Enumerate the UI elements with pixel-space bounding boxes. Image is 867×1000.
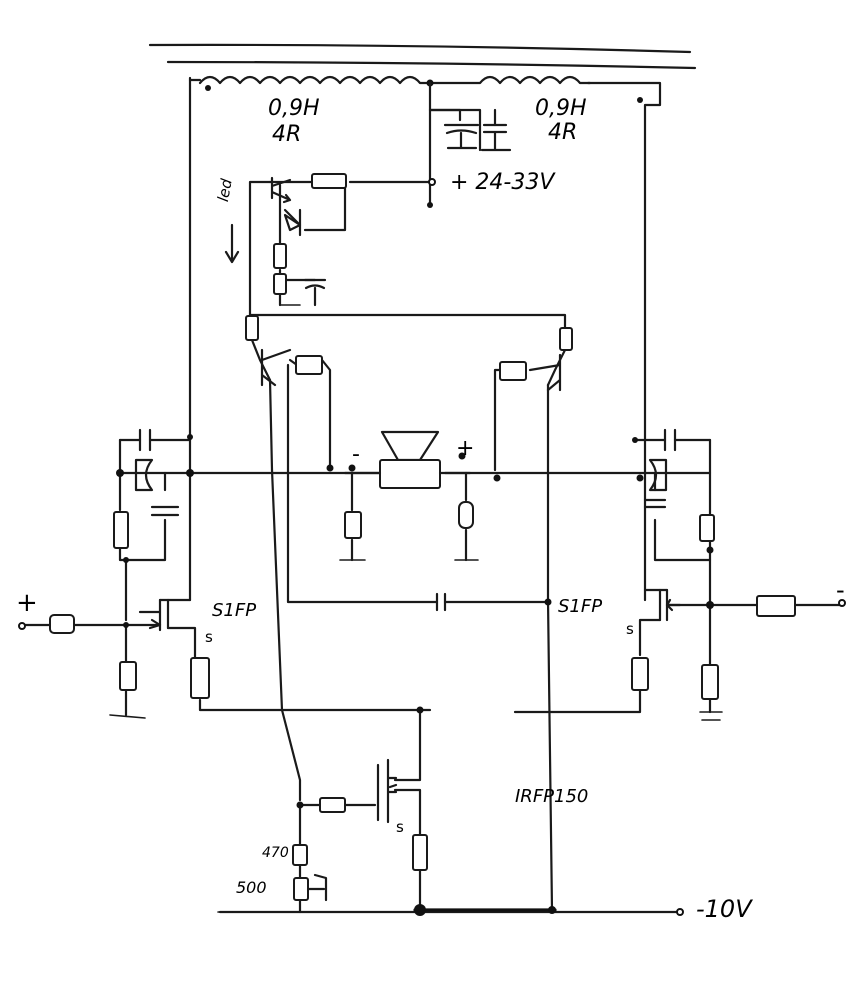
capacitor-right-lower — [643, 498, 667, 509]
wiring — [18, 76, 842, 914]
label-source-right: s — [626, 620, 634, 638]
resistor-source-left — [190, 657, 210, 699]
resistor-speaker-left — [344, 511, 362, 539]
label-coil-left-res: 4R — [272, 122, 302, 147]
label-supply-negative: -10V — [696, 895, 752, 923]
speaker — [343, 430, 472, 489]
resistor-led-string — [273, 243, 287, 269]
label-input-plus: + — [16, 588, 38, 618]
transistor-upper-left — [260, 348, 292, 387]
transistors — [138, 176, 682, 824]
phase-dot-left — [205, 85, 211, 91]
capacitor-interchannel — [435, 592, 447, 612]
label-source-bottom: s — [396, 818, 404, 836]
resistor-source-right — [631, 657, 649, 691]
resistor-left-feedback — [113, 511, 129, 549]
resistor-gate-left — [119, 661, 137, 691]
regulator-transistor — [270, 176, 292, 204]
phase-dot-right — [637, 97, 643, 103]
resistor-gate-mosfet — [319, 797, 346, 813]
mosfet-irfp150 — [376, 758, 398, 824]
label-speaker-minus: - — [352, 442, 360, 467]
resistor-output-right — [756, 595, 796, 617]
supply-capacitor — [480, 123, 512, 152]
label-mosfet: IRFP150 — [515, 786, 589, 807]
resistor-source-mosfet — [412, 834, 428, 871]
resistor-led-string-2 — [273, 273, 287, 295]
label-left-fet: S1FP — [212, 600, 257, 621]
capacitor-right-electrolytic — [648, 458, 668, 492]
resistor-upper-left-base — [245, 315, 259, 341]
resistor-input-left — [49, 614, 75, 634]
capacitor-left-electrolytic — [134, 458, 154, 492]
capacitors — [134, 123, 677, 612]
jfet-right — [658, 588, 682, 622]
ground-symbols — [109, 304, 723, 913]
trimmer-wiper — [313, 873, 328, 902]
resistor-speaker-right — [458, 501, 474, 529]
junctions — [116, 202, 714, 916]
label-r-500: 500 — [236, 878, 267, 897]
label-right-fet: S1FP — [558, 596, 603, 617]
resistor-upper-left-emitter — [295, 355, 323, 375]
resistor-470 — [292, 844, 308, 866]
label-supply-positive: + 24-33V — [450, 170, 555, 195]
zener-diode — [283, 208, 302, 237]
resistor-upper-right-emitter — [499, 361, 527, 381]
supply-terminal-positive — [428, 178, 436, 186]
transformer-primary-right — [428, 75, 592, 85]
input-terminal-right — [838, 599, 846, 607]
label-coil-right-value: 0,9H — [535, 96, 587, 121]
capacitor-left-top — [138, 428, 152, 452]
resistor-right-feedback — [699, 514, 715, 542]
label-coil-right-res: 4R — [548, 120, 578, 145]
supply-capacitor-electrolytic — [443, 123, 480, 150]
label-coil-left-value: 0,9H — [268, 96, 320, 121]
label-input-minus: - — [836, 576, 845, 604]
resistor-gate-right — [701, 664, 719, 700]
transformer-primary-left — [198, 75, 432, 85]
label-source-left: s — [205, 628, 213, 646]
led-bypass-capacitor — [303, 278, 327, 307]
transformer-core — [148, 43, 697, 70]
resistor-upper-right-base — [559, 327, 573, 351]
capacitor-right-top — [663, 428, 677, 452]
resistor-regulator — [311, 173, 347, 189]
trimmer-500 — [293, 877, 309, 901]
input-terminal-left — [18, 622, 26, 630]
supply-terminal-negative — [676, 908, 684, 916]
capacitor-left-lower — [150, 505, 180, 517]
jfet-left — [138, 598, 170, 630]
label-r-470: 470 — [262, 845, 289, 861]
resistors — [49, 173, 796, 901]
transistor-upper-right — [528, 353, 562, 392]
led-arrow-icon — [224, 223, 240, 264]
label-speaker-plus: + — [456, 436, 475, 461]
